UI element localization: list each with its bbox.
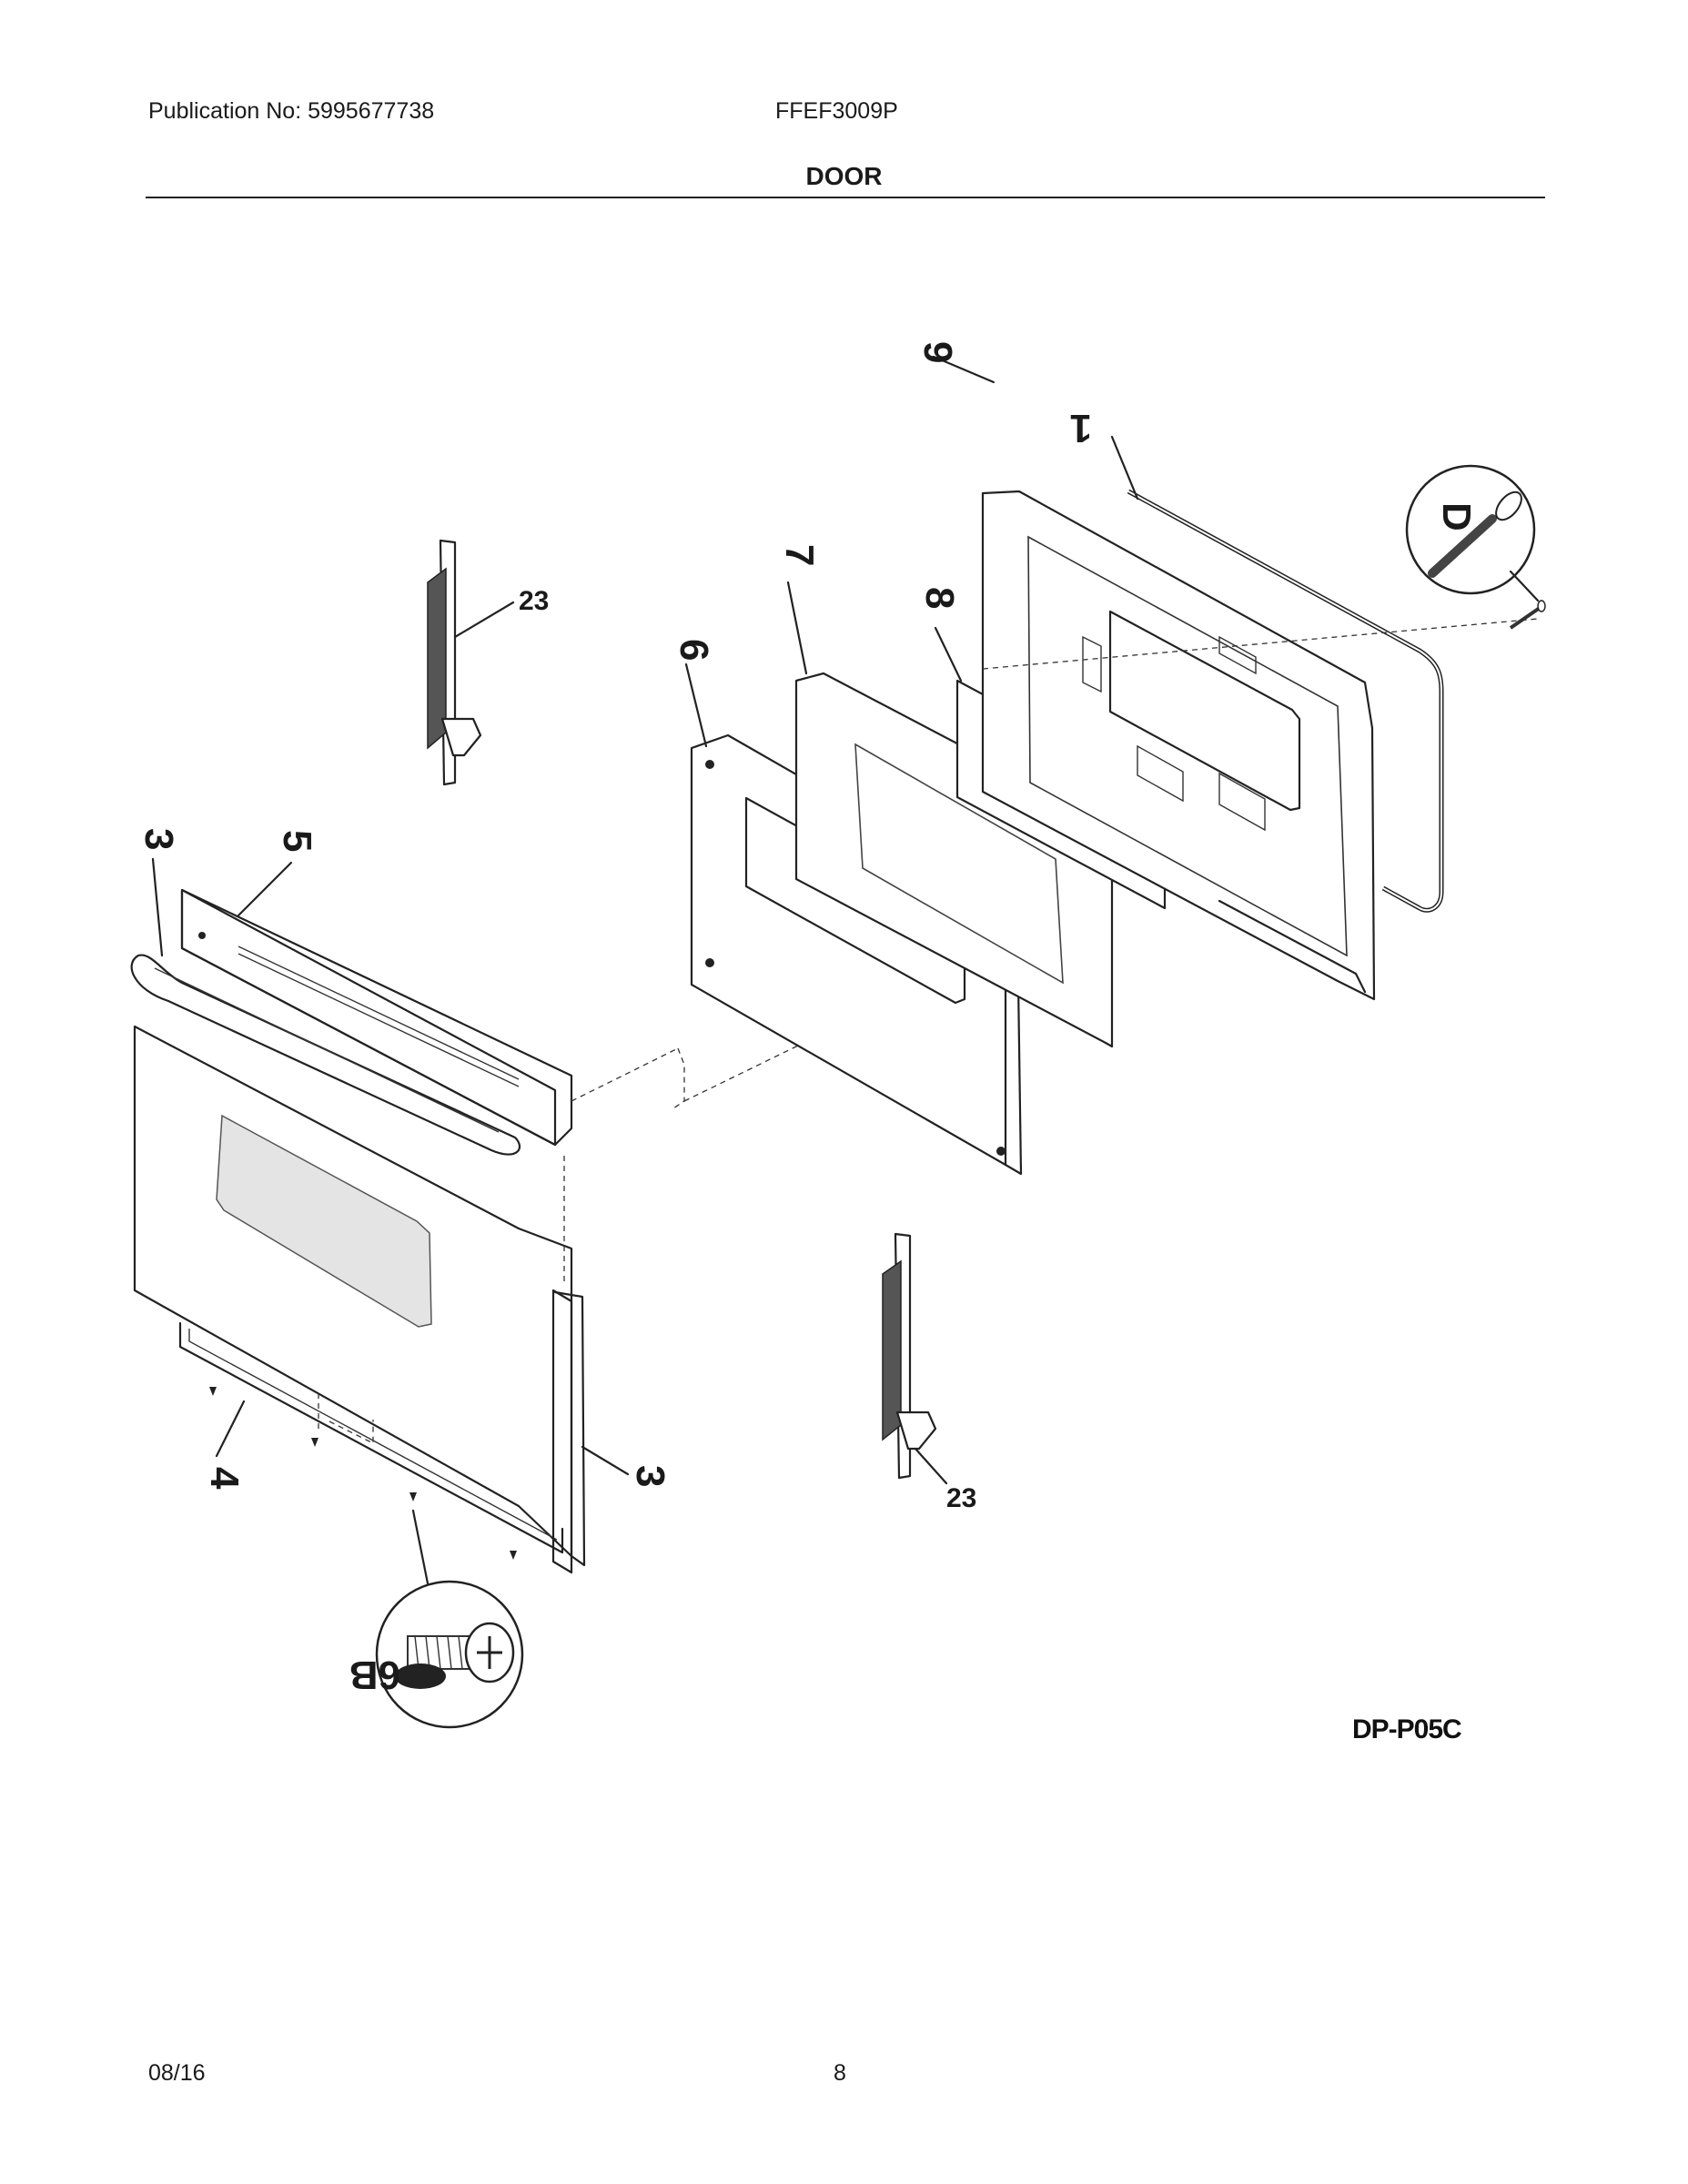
door-gasket — [1127, 489, 1444, 913]
publication-number: Publication No: 5995677738 — [148, 98, 435, 124]
diagram-id: DP-P05C — [1352, 1714, 1461, 1744]
rotated-callouts: 9 1 7 8 6 3 5 4 3 D 6B — [136, 341, 1479, 1697]
callout-hinge-top: 23 — [519, 586, 549, 616]
svg-text:5: 5 — [275, 830, 319, 852]
bottom-screws — [209, 1387, 517, 1585]
section-title: DOOR — [805, 162, 883, 190]
svg-text:D: D — [1434, 502, 1479, 531]
screw-detail-bottom — [375, 1580, 524, 1729]
svg-text:6: 6 — [672, 639, 716, 661]
top-trim — [180, 888, 573, 1147]
header-rule — [146, 197, 1545, 198]
svg-text:3: 3 — [136, 828, 181, 850]
door-handle — [130, 954, 521, 1156]
glass-pack — [794, 672, 1114, 1048]
hinge-top — [427, 539, 515, 786]
model-number: FFEF3009P — [775, 98, 898, 124]
screw-detail-top — [1405, 464, 1546, 630]
bottom-trim — [178, 1321, 564, 1554]
callout-hinge-bottom: 23 — [946, 1483, 976, 1513]
hinge-bottom — [882, 1232, 948, 1485]
leader-lines — [151, 355, 1139, 1476]
svg-text:4: 4 — [202, 1467, 247, 1490]
svg-text:9: 9 — [915, 341, 960, 363]
footer-date: 08/16 — [148, 2060, 206, 2086]
svg-text:8: 8 — [917, 587, 962, 609]
svg-text:3: 3 — [628, 1465, 672, 1487]
page-number: 8 — [834, 2060, 846, 2086]
svg-text:6B: 6B — [349, 1653, 400, 1697]
svg-text:7: 7 — [777, 544, 822, 566]
outer-door-panel — [133, 1025, 586, 1567]
side-trim — [551, 1156, 573, 1574]
svg-text:1: 1 — [1070, 406, 1092, 450]
door-liner — [981, 490, 1376, 1001]
